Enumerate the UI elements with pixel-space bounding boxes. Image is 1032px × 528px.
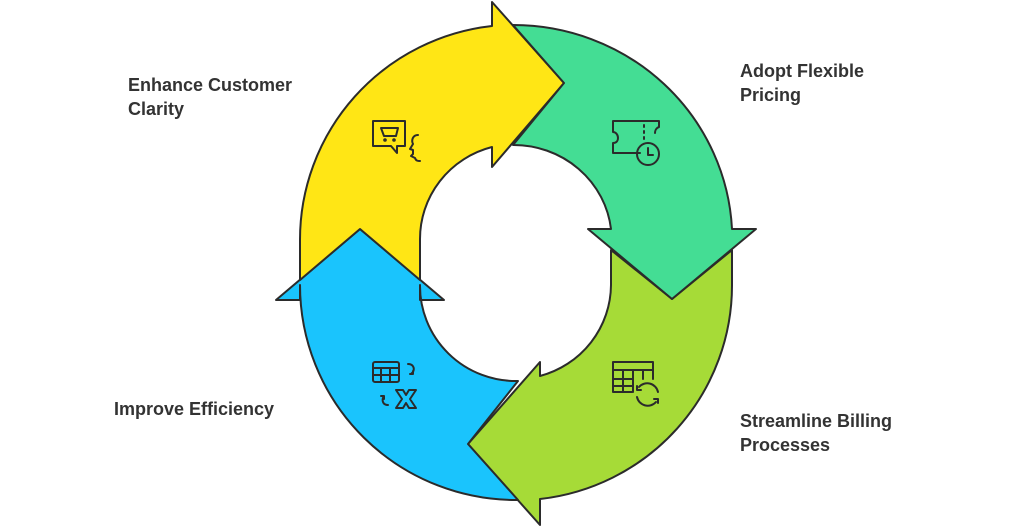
step-label-adopt-pricing: Adopt Flexible Pricing [740, 61, 865, 105]
segment-improve-efficiency [275, 228, 519, 502]
cart-speech-icon [372, 120, 421, 162]
step-label-enhance-clarity: Enhance Customer Clarity [128, 75, 293, 119]
segment-streamline-billing [467, 249, 734, 526]
step-label-improve-efficiency: Improve Efficiency [114, 399, 275, 419]
spreadsheet-excel-icon [372, 361, 417, 409]
segment-adopt-pricing [512, 23, 757, 300]
step-label-streamline-billing: Streamline Billing Processes [740, 411, 893, 455]
ticket-clock-icon [612, 120, 660, 166]
spreadsheet-refresh-icon [612, 361, 659, 407]
segment-enhance-clarity [298, 1, 565, 281]
